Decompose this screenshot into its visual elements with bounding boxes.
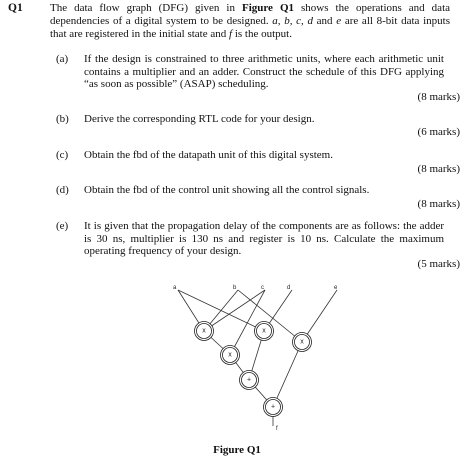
dfg-edges [177,289,338,426]
svg-text:x: x [228,352,232,359]
edge-c-mul1 [203,289,266,332]
part-a-label: (a) [56,53,69,65]
mul-node-3: x [254,321,274,341]
svg-text:x: x [202,328,206,335]
figure-reference: Figure Q1 [241,2,295,14]
part-b-marks: (6 marks) [417,126,460,138]
input-c-label: c [261,285,264,291]
part-c-marks: (8 marks) [417,163,460,175]
part-d-text: Obtain the fbd of the control unit showi… [84,184,370,196]
part-c-text: Obtain the fbd of the datapath unit of t… [84,149,333,161]
edge-a-add1 [177,289,265,332]
part-b-label: (b) [56,113,69,125]
question-intro: The data flow graph (DFG) given in Figur… [50,2,451,40]
part-e-marks: (5 marks) [417,258,460,270]
svg-text:+: + [271,404,275,411]
edge-b-mul3 [237,289,303,343]
part-a-marks: (8 marks) [417,91,460,103]
input-d-label: d [287,285,290,291]
question-number: Q1 [8,2,23,14]
add-node-1: + [239,370,259,390]
mul-node-1: x [194,321,214,341]
part-e-text: It is given that the propagation delay o… [84,220,444,257]
add-node-2: + [263,397,283,417]
part-e-label: (e) [56,220,69,232]
input-e-label: e [334,285,338,291]
part-c-label: (c) [56,149,69,161]
input-a-label: a [173,285,177,291]
part-d-marks: (8 marks) [417,198,460,210]
output-f-label: f [276,426,278,432]
edge-e-mul3 [301,289,338,343]
mul-node-4: x [292,332,312,352]
input-b-label: b [233,285,237,291]
edge-mul3-add3 [272,341,303,408]
part-a-text: If the design is constrained to three ar… [84,53,444,90]
mul-node-2: x [220,345,240,365]
figure-caption: Figure Q1 [213,444,261,456]
svg-text:x: x [262,328,266,335]
part-b-text: Derive the corresponding RTL code for yo… [84,113,315,125]
svg-text:+: + [247,377,251,384]
svg-text:x: x [300,339,304,346]
part-d-label: (d) [56,184,69,196]
edge-c-mul2 [229,289,266,356]
